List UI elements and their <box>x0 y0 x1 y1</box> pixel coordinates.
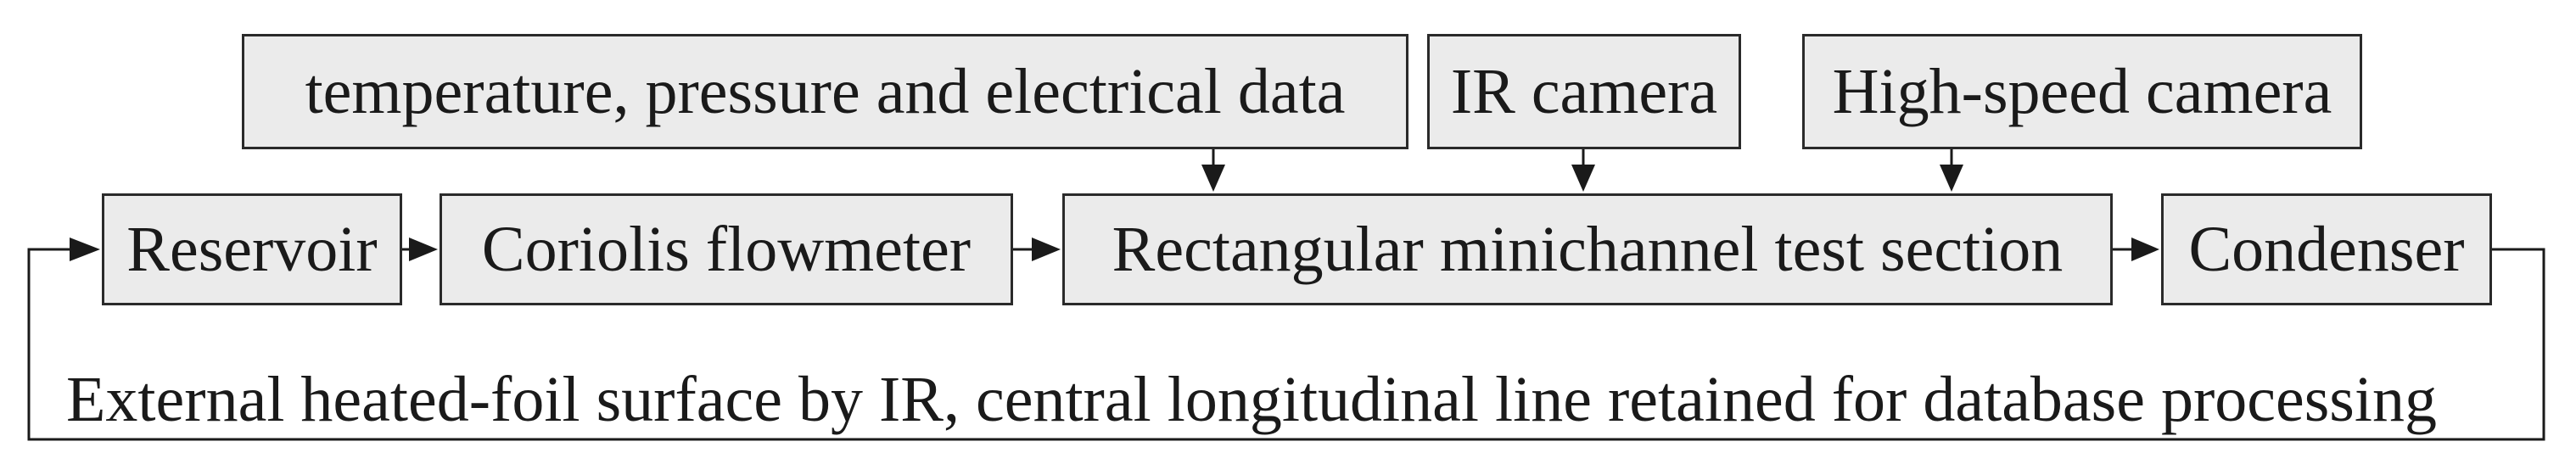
condenser-box: Condenser <box>2161 193 2492 305</box>
data-acquisition-box: temperature, pressure and electrical dat… <box>242 34 1408 149</box>
test-section-label: Rectangular minichannel test section <box>1112 214 2064 285</box>
ir-camera-label: IR camera <box>1450 56 1718 127</box>
data-acquisition-label: temperature, pressure and electrical dat… <box>305 56 1346 127</box>
arrow-hs-to-test <box>1940 165 1963 192</box>
coriolis-flowmeter-label: Coriolis flowmeter <box>481 214 972 285</box>
arrow-data-to-test <box>1201 165 1225 192</box>
reservoir-box: Reservoir <box>102 193 402 305</box>
reservoir-label: Reservoir <box>126 214 378 285</box>
ir-camera-box: IR camera <box>1427 34 1741 149</box>
coriolis-flowmeter-box: Coriolis flowmeter <box>440 193 1013 305</box>
condenser-label: Condenser <box>2188 214 2465 285</box>
high-speed-camera-label: High-speed camera <box>1832 56 2332 127</box>
arrow-flowmeter-to-test <box>1032 238 1061 261</box>
test-section-box: Rectangular minichannel test section <box>1062 193 2113 305</box>
arrow-test-to-condenser <box>2131 238 2159 261</box>
arrow-reservoir-to-flowmeter <box>409 238 438 261</box>
arrow-into-reservoir <box>70 238 100 261</box>
return-loop-line <box>27 248 2545 441</box>
arrow-ir-to-test <box>1571 165 1595 192</box>
diagram-caption: External heated-foil surface by IR, cent… <box>66 364 2438 435</box>
high-speed-camera-box: High-speed camera <box>1802 34 2362 149</box>
